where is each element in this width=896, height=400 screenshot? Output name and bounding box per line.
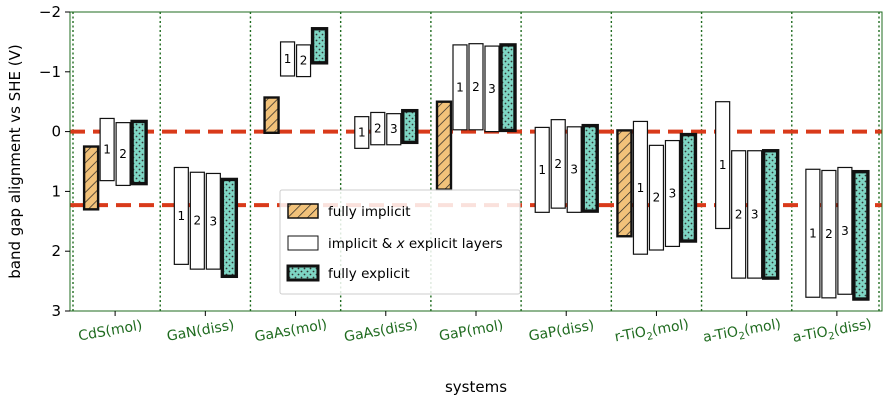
bar-layers — [566, 126, 582, 213]
x-tick-label: GaN(diss) — [166, 317, 236, 345]
y-tick-label: 1 — [51, 182, 61, 200]
layer-count-label: 1 — [103, 143, 111, 157]
bar-layers — [189, 171, 205, 270]
legend-label-implicit: fully implicit — [328, 204, 411, 220]
x-tick-label: a-TiO2(diss) — [791, 316, 873, 349]
bar-layers — [837, 166, 853, 295]
bar-explicit — [499, 43, 517, 133]
y-tick-label: −2 — [39, 3, 61, 21]
bar-layers — [173, 166, 189, 265]
x-tick-label: GaP(diss) — [528, 317, 596, 344]
bar-layers — [805, 168, 821, 298]
bar-layers — [279, 41, 296, 77]
bar-layers — [484, 45, 500, 133]
bar-explicit — [401, 108, 419, 145]
layer-count-label: 1 — [456, 80, 464, 94]
bar-layers — [747, 150, 763, 279]
grid-lines — [72, 12, 880, 311]
layer-count-label: 1 — [637, 181, 645, 195]
bar-layers — [386, 113, 402, 146]
bar-layers — [295, 44, 312, 78]
layer-count-label: 3 — [390, 122, 398, 136]
x-ticks: CdS(mol) GaN(diss) GaAs(mol) GaAs(diss) GaP(… — [77, 311, 873, 349]
bar-explicit — [130, 119, 148, 186]
bar-layers — [550, 119, 566, 209]
legend-swatch-layers — [287, 235, 319, 251]
bar-layers — [534, 126, 550, 213]
bar-layers — [731, 150, 747, 279]
layer-count-label: 3 — [488, 82, 496, 96]
bar-explicit — [761, 149, 780, 280]
bar-explicit — [679, 132, 698, 243]
legend-swatch-implicit — [287, 203, 319, 219]
layer-count-label: 3 — [841, 224, 849, 238]
layer-count-label: 2 — [653, 191, 661, 205]
bar-layers — [632, 120, 649, 255]
bar-layers — [354, 116, 370, 149]
layer-count-label: 3 — [751, 207, 759, 221]
layer-count-label: 2 — [300, 54, 308, 68]
bar-implicit — [616, 129, 633, 238]
legend-label-explicit: fully explicit — [328, 266, 410, 282]
x-tick-label: a-TiO2(mol) — [702, 316, 783, 348]
y-tick-label: 3 — [51, 302, 61, 320]
bar-layers — [821, 169, 837, 299]
layer-count-label: 1 — [719, 158, 727, 172]
bar-layers — [468, 43, 484, 131]
bar-implicit — [82, 145, 100, 211]
bar-explicit — [581, 123, 599, 213]
layer-count-label: 2 — [194, 214, 202, 228]
x-axis-label: systems — [445, 378, 507, 396]
x-tick-label: GaAs(diss) — [343, 317, 419, 346]
bar-layers — [370, 111, 386, 146]
layer-count-label: 2 — [554, 157, 562, 171]
bar-layers — [452, 44, 468, 131]
x-tick-label: r-TiO2(mol) — [613, 317, 690, 349]
bar-layers — [115, 122, 131, 187]
layer-count-label: 2 — [735, 207, 743, 221]
layer-count-label: 1 — [538, 163, 546, 177]
layer-count-label: 2 — [119, 147, 127, 161]
x-tick-label: GaAs(mol) — [253, 317, 328, 345]
layer-count-label: 3 — [210, 214, 218, 228]
legend-box — [279, 189, 521, 295]
bar-explicit — [852, 169, 870, 301]
layer-count-label: 3 — [570, 163, 578, 177]
y-axis-label: band gap alignment vs SHE (V) — [6, 44, 24, 279]
layer-count-label: 2 — [374, 122, 382, 136]
layer-count-label: 2 — [825, 227, 833, 241]
layer-count-label: 1 — [178, 209, 186, 223]
bar-implicit — [435, 100, 453, 191]
x-tick-label: CdS(mol) — [77, 318, 143, 345]
layer-count-label: 1 — [809, 226, 817, 240]
bar-explicit — [220, 177, 239, 279]
bar-layers — [205, 172, 221, 270]
bar-layers — [715, 101, 731, 230]
x-tick-label: GaP(mol) — [438, 318, 505, 345]
bar-layers — [648, 144, 665, 251]
y-ticks: −2 −1 0 1 2 3 — [39, 3, 70, 320]
layer-count-label: 3 — [669, 186, 677, 200]
y-tick-label: −1 — [39, 63, 61, 81]
y-tick-label: 0 — [51, 123, 61, 141]
y-tick-label: 2 — [51, 242, 61, 260]
bar-implicit — [263, 96, 280, 134]
bar-explicit — [310, 27, 329, 65]
legend-swatch-explicit — [286, 264, 320, 282]
legend-label-layers: implicit & x explicit layers — [328, 236, 503, 252]
bar-layers — [99, 117, 115, 182]
legend: fully implicit implicit & x explicit lay… — [279, 189, 521, 295]
layer-count-label: 1 — [358, 125, 366, 139]
layer-count-label: 2 — [472, 80, 480, 94]
bar-layers — [664, 139, 681, 248]
layer-count-label: 1 — [284, 52, 292, 66]
